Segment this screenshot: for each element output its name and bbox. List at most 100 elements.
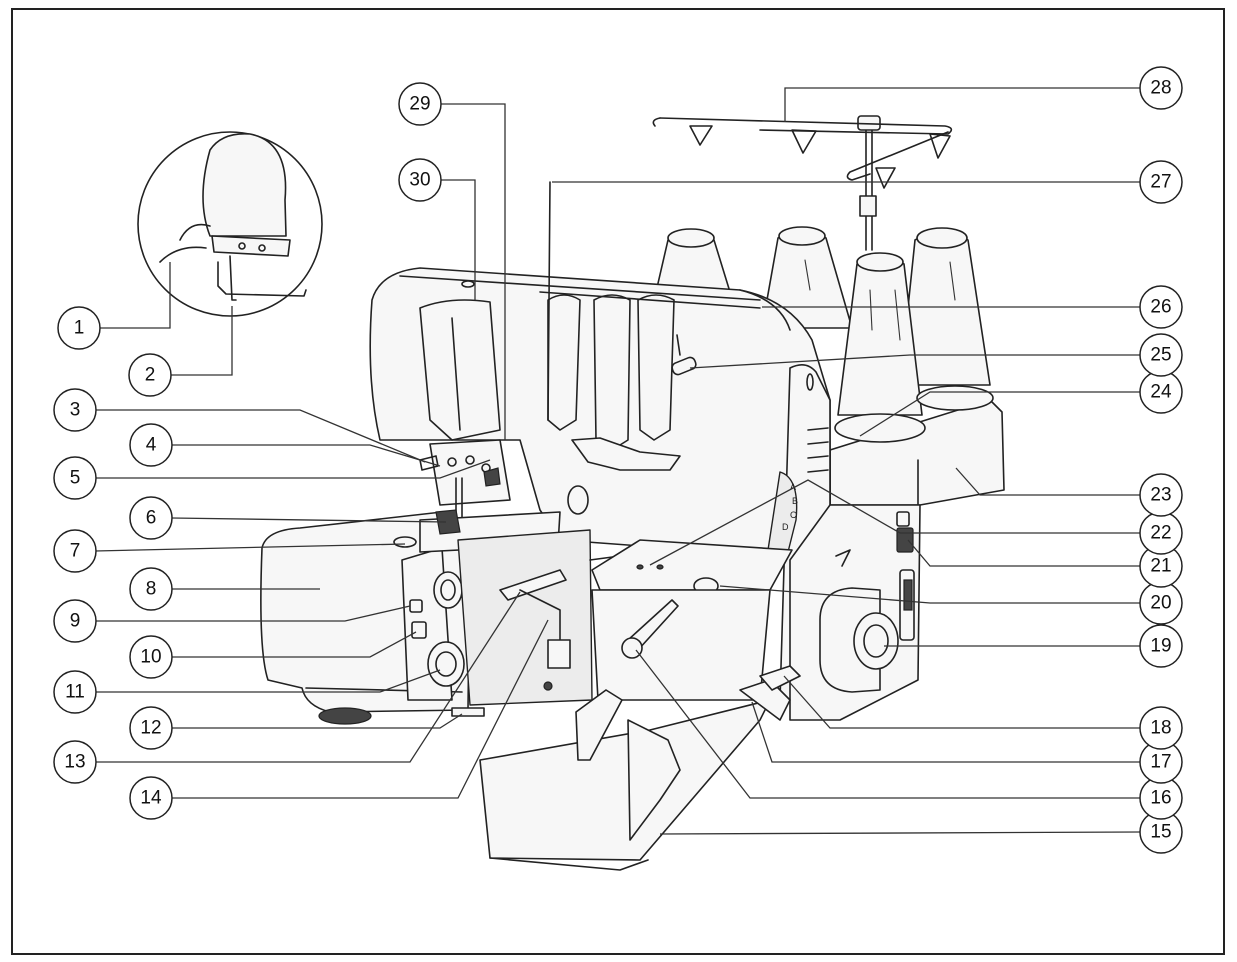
leader-16	[635, 649, 1140, 799]
leader-lines	[94, 87, 1141, 835]
leader-13	[95, 591, 521, 763]
callout-23-label: 23	[1150, 485, 1171, 506]
leader-6	[171, 517, 447, 523]
leader-12	[172, 713, 463, 729]
callout-16-label: 16	[1150, 788, 1171, 809]
callout-circle-3	[53, 388, 97, 432]
callout-30-label: 30	[409, 170, 430, 191]
leader-20	[719, 585, 1140, 604]
callout-12-label: 12	[140, 718, 161, 739]
leader-9	[95, 605, 411, 622]
callout-10-label: 10	[140, 647, 161, 668]
looper-area	[457, 529, 621, 706]
callout-circle-30	[398, 158, 442, 202]
callout-circle-18	[1139, 706, 1183, 750]
dial-letter-b: B	[792, 496, 798, 506]
thread-guide-pin	[671, 334, 697, 376]
leader-11	[95, 669, 441, 693]
callout-8-label: 8	[146, 579, 157, 600]
callout-circle-28	[1139, 66, 1183, 110]
needle-area-cover	[419, 299, 501, 441]
callout-circle-25	[1139, 333, 1183, 377]
leader-3	[95, 409, 426, 463]
callout-28-label: 28	[1150, 78, 1171, 99]
callout-24-label: 24	[1150, 382, 1172, 403]
callout-circle-9	[53, 599, 97, 643]
spool-holder-base	[829, 385, 1005, 506]
callout-circle-6	[129, 496, 173, 540]
callout-circle-10	[129, 635, 173, 679]
callout-1-label: 1	[74, 318, 85, 339]
inset-circle	[137, 131, 323, 317]
leader-14	[172, 619, 549, 799]
callout-15-label: 15	[1150, 822, 1171, 843]
callout-14-label: 14	[140, 788, 162, 809]
callout-4-label: 4	[146, 435, 157, 456]
tension-dials	[539, 291, 761, 451]
dial-letter-a: A	[790, 482, 796, 492]
callout-27-label: 27	[1150, 172, 1171, 193]
leader-25	[689, 354, 1140, 369]
leader-17	[751, 701, 1140, 763]
machine-right-body	[789, 504, 921, 721]
callout-circle-13	[53, 740, 97, 784]
callout-29-label: 29	[409, 94, 430, 115]
callout-9-label: 9	[70, 611, 81, 632]
callout-circle-14	[129, 776, 173, 820]
callout-19-label: 19	[1150, 636, 1171, 657]
diagram-frame	[11, 8, 1225, 955]
leader-1	[100, 262, 171, 329]
callout-22-label: 22	[1150, 523, 1171, 544]
callout-circle-8	[129, 567, 173, 611]
leader-23	[955, 467, 1140, 496]
callout-circle-2	[128, 353, 172, 397]
leader-10	[172, 631, 417, 658]
callout-circle-29	[398, 82, 442, 126]
callouts: 1 2 3 4 5 6 7 8 9 10 11 12 13 14 15 16 1…	[53, 66, 1183, 854]
callout-7-label: 7	[70, 541, 81, 562]
leader-15	[659, 831, 1141, 835]
needle-clamp	[419, 439, 511, 523]
callout-circle-23	[1139, 473, 1183, 517]
leader-2	[171, 306, 233, 376]
leader-28	[784, 87, 1140, 122]
left-side-controls	[401, 547, 465, 701]
callout-circle-1	[57, 306, 101, 350]
callout-17-label: 17	[1150, 752, 1171, 773]
callout-26-label: 26	[1150, 297, 1171, 318]
callout-2-label: 2	[145, 365, 156, 386]
callout-circle-11	[53, 670, 97, 714]
leader-7	[94, 543, 406, 552]
front-cover	[479, 679, 791, 871]
telescopic-thread-guide	[652, 115, 953, 251]
threading-panel	[591, 539, 793, 701]
leader-18	[783, 675, 1140, 729]
leader-4	[172, 444, 441, 467]
callout-circle-4	[129, 423, 173, 467]
callout-circle-19	[1139, 624, 1183, 668]
callout-circle-7	[53, 529, 97, 573]
presser-foot-inset	[137, 131, 323, 317]
thread-take-up	[547, 181, 681, 515]
callout-20-label: 20	[1150, 593, 1171, 614]
callout-18-label: 18	[1150, 718, 1171, 739]
leader-21	[907, 539, 1140, 567]
looper-threading-lever	[759, 665, 801, 691]
callout-5-label: 5	[70, 468, 81, 489]
leader-5	[95, 459, 491, 479]
callout-11-label: 11	[65, 682, 85, 703]
callout-13-label: 13	[64, 752, 85, 773]
leader-22	[649, 479, 1140, 566]
callout-circle-5	[53, 456, 97, 500]
callout-circle-12	[129, 706, 173, 750]
callout-25-label: 25	[1150, 345, 1171, 366]
callout-6-label: 6	[146, 508, 157, 529]
callout-circle-26	[1139, 285, 1183, 329]
dial-letter-d: D	[782, 522, 789, 532]
dial-letter-c: C	[790, 510, 797, 520]
leader-24	[859, 391, 1140, 437]
callout-3-label: 3	[70, 400, 81, 421]
leader-29	[420, 103, 506, 440]
